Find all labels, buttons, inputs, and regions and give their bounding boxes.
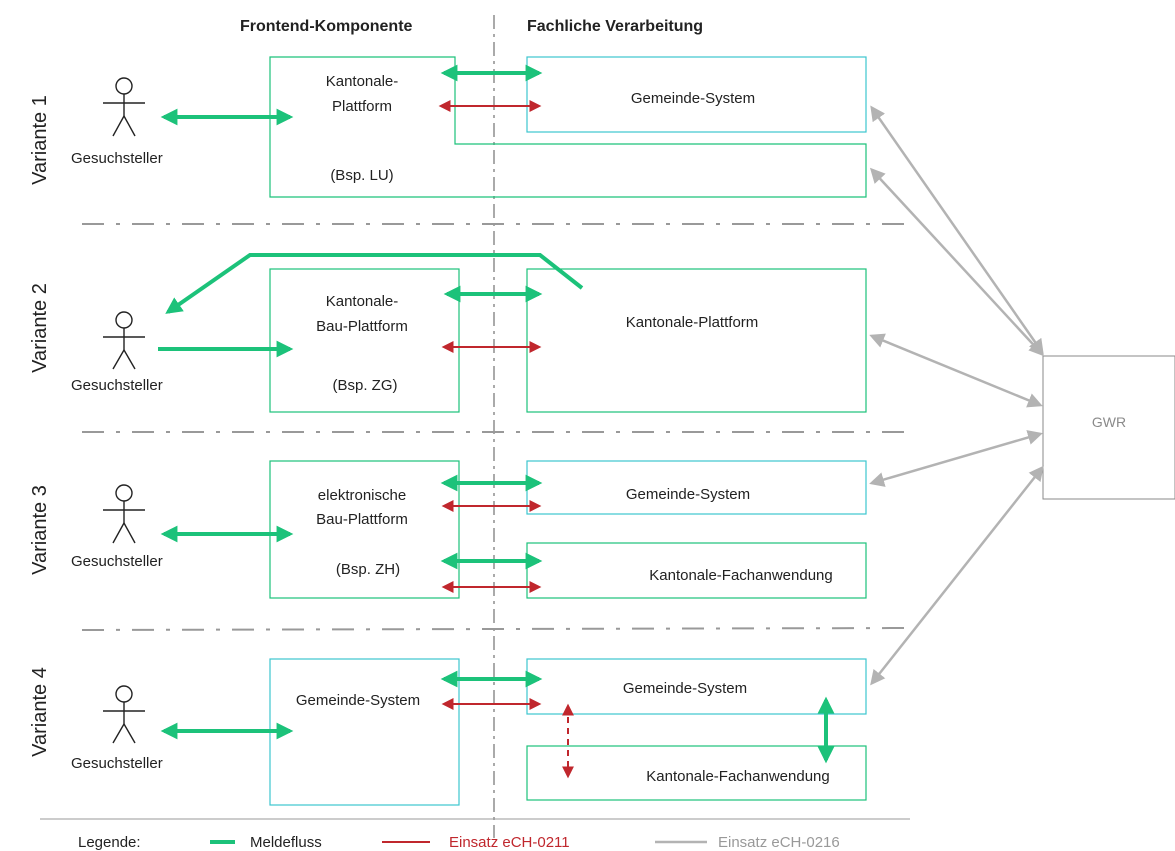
row-separators [81, 223, 911, 631]
gwr-label: GWR [1092, 414, 1126, 430]
variant-4-label: Variante 4 [29, 667, 51, 757]
actor-1-icon [103, 77, 145, 137]
actor-2-label: Gesuchsteller [71, 377, 163, 394]
v4-frontend-box [269, 658, 460, 806]
legend-meldefluss-label: Meldefluss [250, 834, 322, 851]
v2-frontend-example: (Bsp. ZG) [332, 377, 397, 394]
v2-backend-box [526, 268, 867, 413]
v1-frontend-box [269, 56, 867, 198]
actor-2-icon [103, 311, 145, 370]
header-fachlich: Fachliche Verarbeitung [527, 18, 703, 35]
actor-3-label: Gesuchsteller [71, 553, 163, 570]
v3-backend-label-2: Kantonale-Fachanwendung [649, 567, 832, 584]
v1-backend-label: Gemeinde-System [631, 90, 755, 107]
legend-ech0216-label: Einsatz eCH-0216 [718, 834, 840, 851]
variant-1-label: Variante 1 [29, 95, 51, 185]
v2-frontend-line2: Bau-Plattform [316, 318, 408, 335]
v3-frontend-line2: Bau-Plattform [316, 511, 408, 528]
variant-3-label: Variante 3 [29, 485, 51, 575]
header-frontend: Frontend-Komponente [240, 18, 413, 35]
v3-backend-label-1: Gemeinde-System [626, 486, 750, 503]
v2-backend-label: Kantonale-Plattform [626, 314, 759, 331]
v3-frontend-example: (Bsp. ZH) [336, 561, 400, 578]
v3-backend-box-2 [526, 542, 867, 599]
legend-ech0211-label: Einsatz eCH-0211 [449, 834, 570, 851]
gwr-box [1042, 355, 1175, 500]
actor-4-icon [103, 685, 145, 744]
actor-1-label: Gesuchsteller [71, 150, 163, 167]
v4-frontend-line1: Gemeinde-System [296, 692, 420, 709]
v4-backend-label-2: Kantonale-Fachanwendung [646, 768, 829, 785]
variant-2-label: Variante 2 [29, 283, 51, 373]
v3-frontend-line1: elektronische [318, 487, 406, 504]
v1-frontend-example: (Bsp. LU) [330, 167, 393, 184]
v2-frontend-box [269, 268, 460, 413]
v1-frontend-line1: Kantonale- [326, 73, 399, 90]
actor-4-label: Gesuchsteller [71, 755, 163, 772]
ech0216-connections [869, 105, 1045, 686]
v1-backend-box [526, 56, 867, 133]
v1-frontend-line2: Plattform [332, 98, 392, 115]
v2-return-flow [165, 253, 584, 314]
actor-3-icon [103, 484, 145, 544]
v4-backend-label-1: Gemeinde-System [623, 680, 747, 697]
v4-backend-box-2 [526, 745, 867, 801]
legend-title: Legende: [78, 834, 141, 851]
v2-frontend-line1: Kantonale- [326, 293, 399, 310]
